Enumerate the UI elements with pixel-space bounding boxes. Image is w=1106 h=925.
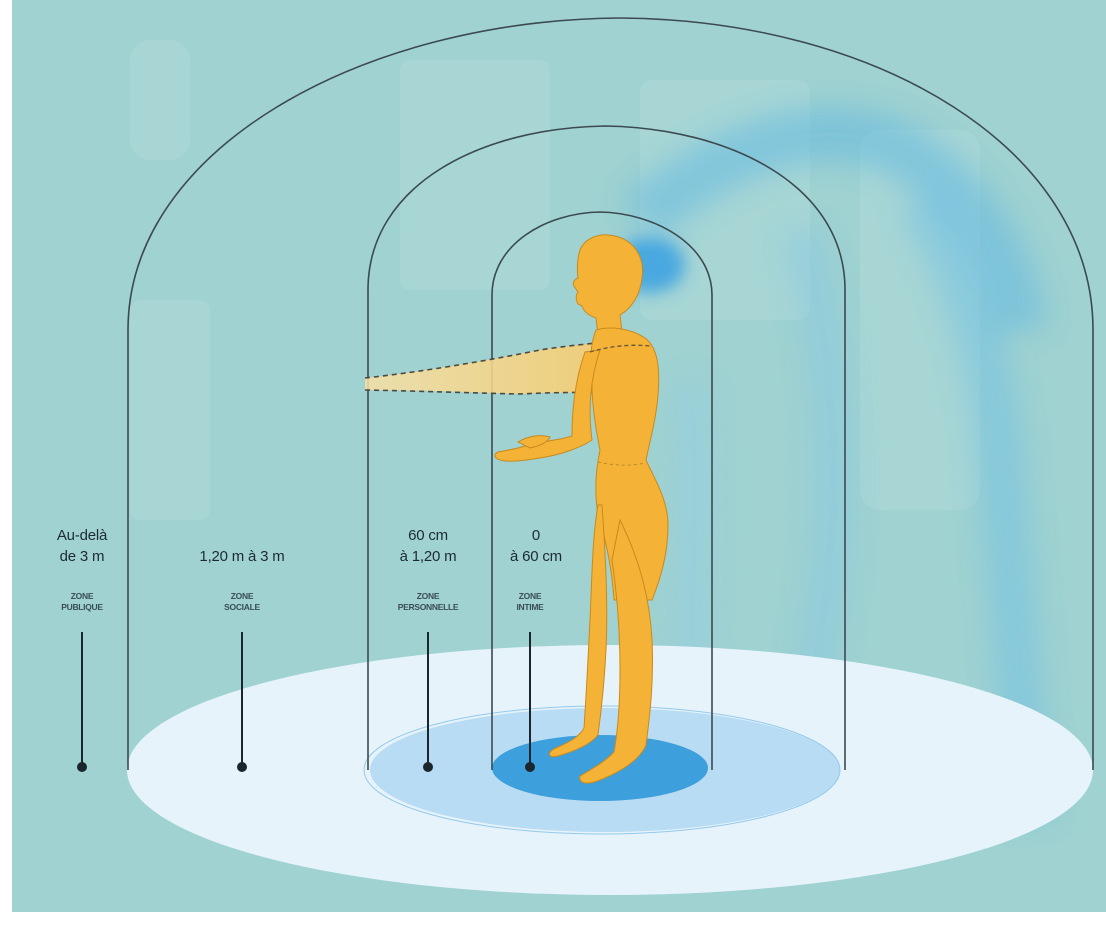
intimate-zone-line1: ZONE [490,591,570,602]
social-distance-line2: 1,20 m à 3 m [172,547,312,566]
personal-distance-line2: à 1,20 m [378,547,478,566]
social-zone-line2: SOCIALE [202,602,282,613]
public-distance-line1: Au-delà [32,526,132,545]
bottom-white-edge [0,912,1106,920]
personal-zone-line1: ZONE [378,591,478,602]
social-zone-line1: ZONE [202,591,282,602]
personal-zone-line2: PERSONNELLE [378,602,478,613]
public-zone-line2: PUBLIQUE [42,602,122,613]
marker-dot-public [78,763,86,771]
marker-dot-personal [424,763,432,771]
marker-dot-social [238,763,246,771]
public-zone-line1: ZONE [42,591,122,602]
marker-dot-intimate [526,763,534,771]
intimate-distance-line1: 0 [486,526,586,545]
personal-distance-line1: 60 cm [378,526,478,545]
left-white-edge [0,0,12,920]
public-distance-line2: de 3 m [32,547,132,566]
intimate-zone-line2: INTIME [490,602,570,613]
intimate-distance-line2: à 60 cm [486,547,586,566]
